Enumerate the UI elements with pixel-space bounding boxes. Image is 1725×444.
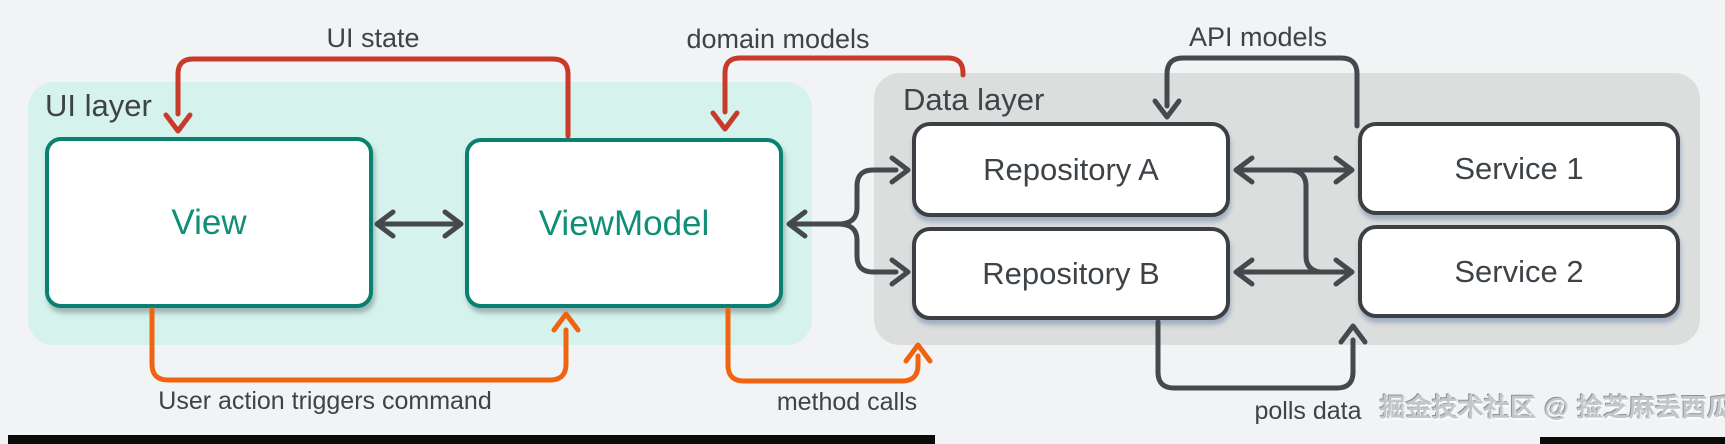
box-service-1: Service 1 — [1358, 122, 1680, 215]
domain-models-label: domain models — [686, 24, 870, 54]
bottom-bar-left — [8, 435, 935, 444]
method-calls-label: method calls — [776, 388, 918, 416]
box-viewmodel-label: ViewModel — [538, 203, 710, 243]
box-repository-b: Repository B — [912, 227, 1230, 320]
ui-state-label: UI state — [326, 23, 420, 53]
box-repository-a-label: Repository A — [983, 152, 1159, 187]
box-repository-b-label: Repository B — [982, 256, 1160, 291]
api-models-label: API models — [1188, 22, 1328, 52]
box-viewmodel: ViewModel — [465, 138, 783, 308]
bottom-bar-right — [1540, 437, 1725, 444]
box-view-label: View — [171, 203, 247, 242]
ui-layer-label: UI layer — [45, 88, 152, 123]
box-view: View — [45, 137, 373, 308]
box-service-1-label: Service 1 — [1454, 151, 1584, 186]
data-layer-label: Data layer — [903, 82, 1045, 117]
polls-data-label: polls data — [1254, 397, 1362, 425]
box-service-2-label: Service 2 — [1454, 254, 1584, 289]
box-repository-a: Repository A — [912, 122, 1230, 217]
watermark-text: 掘金技术社区 @ 捡芝麻丢西瓜 — [1380, 394, 1725, 422]
user-action-label: User action triggers command — [158, 387, 492, 415]
box-service-2: Service 2 — [1358, 225, 1680, 318]
